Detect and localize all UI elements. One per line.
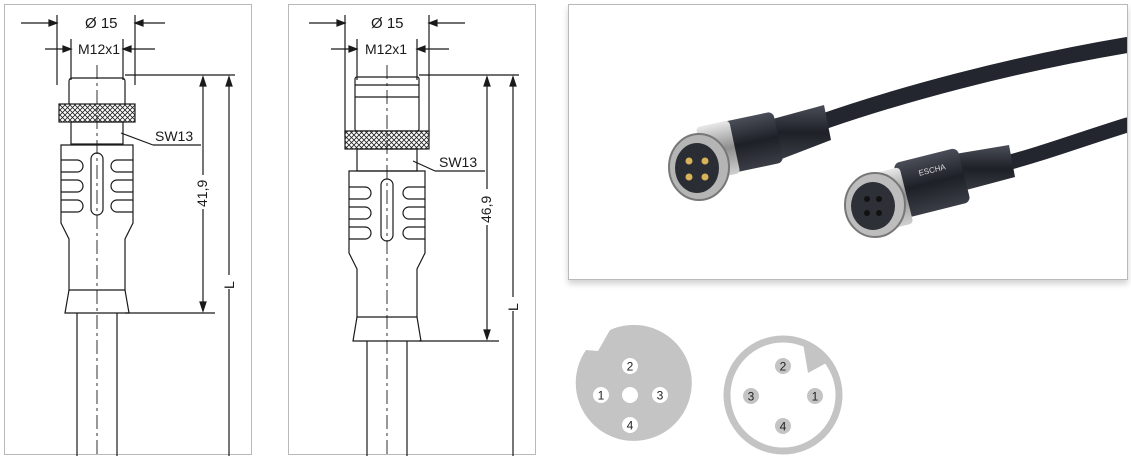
- female-drawing-svg: Ø 15 M12x1 SW13 41,9 L: [21, 15, 237, 456]
- svg-text:3: 3: [748, 390, 755, 404]
- svg-text:2: 2: [627, 360, 634, 374]
- pin-1: 1: [593, 387, 609, 403]
- thread-label: M12x1: [365, 41, 407, 57]
- length-label: 41,9: [194, 180, 210, 207]
- male-drawing-svg: Ø 15 M12x1 SW13 46,9 L: [309, 15, 521, 456]
- pin-1: 1: [807, 388, 823, 404]
- pin-4: 4: [775, 418, 791, 434]
- wrench-size-label: SW13: [155, 128, 193, 144]
- diameter-label: Ø 15: [85, 15, 118, 32]
- male-pinout: 2 3 1 4: [723, 335, 843, 455]
- product-photo: ESCHA: [568, 4, 1131, 280]
- svg-text:3: 3: [657, 389, 664, 403]
- thread-label: M12x1: [78, 41, 120, 57]
- female-connector-drawing: Ø 15 M12x1 SW13 41,9 L: [4, 4, 252, 456]
- cable-illustration: ESCHA: [668, 37, 1131, 238]
- pin-4: 4: [622, 417, 638, 433]
- diameter-label: Ø 15: [371, 15, 404, 32]
- pin-3: 3: [743, 388, 759, 404]
- female-connector-photo: ESCHA: [844, 145, 1015, 238]
- svg-text:2: 2: [780, 360, 787, 374]
- male-connector-drawing: Ø 15 M12x1 SW13 46,9 L: [288, 4, 536, 456]
- pinout-svg: 2 1 3 4 2 3: [575, 324, 843, 455]
- total-length-label: L: [505, 303, 521, 311]
- svg-text:1: 1: [812, 390, 819, 404]
- length-label: 46,9: [478, 196, 494, 223]
- pin-2: 2: [775, 358, 791, 374]
- svg-text:4: 4: [780, 420, 787, 434]
- pin-3: 3: [652, 387, 668, 403]
- svg-text:4: 4: [627, 419, 634, 433]
- female-pinout: 2 1 3 4: [575, 324, 692, 441]
- svg-text:1: 1: [598, 389, 605, 403]
- wrench-size-label: SW13: [439, 154, 477, 170]
- total-length-label: L: [221, 281, 237, 289]
- male-connector-photo: [668, 105, 831, 201]
- pinout-diagrams: 2 1 3 4 2 3: [568, 324, 868, 455]
- pin-2: 2: [622, 358, 638, 374]
